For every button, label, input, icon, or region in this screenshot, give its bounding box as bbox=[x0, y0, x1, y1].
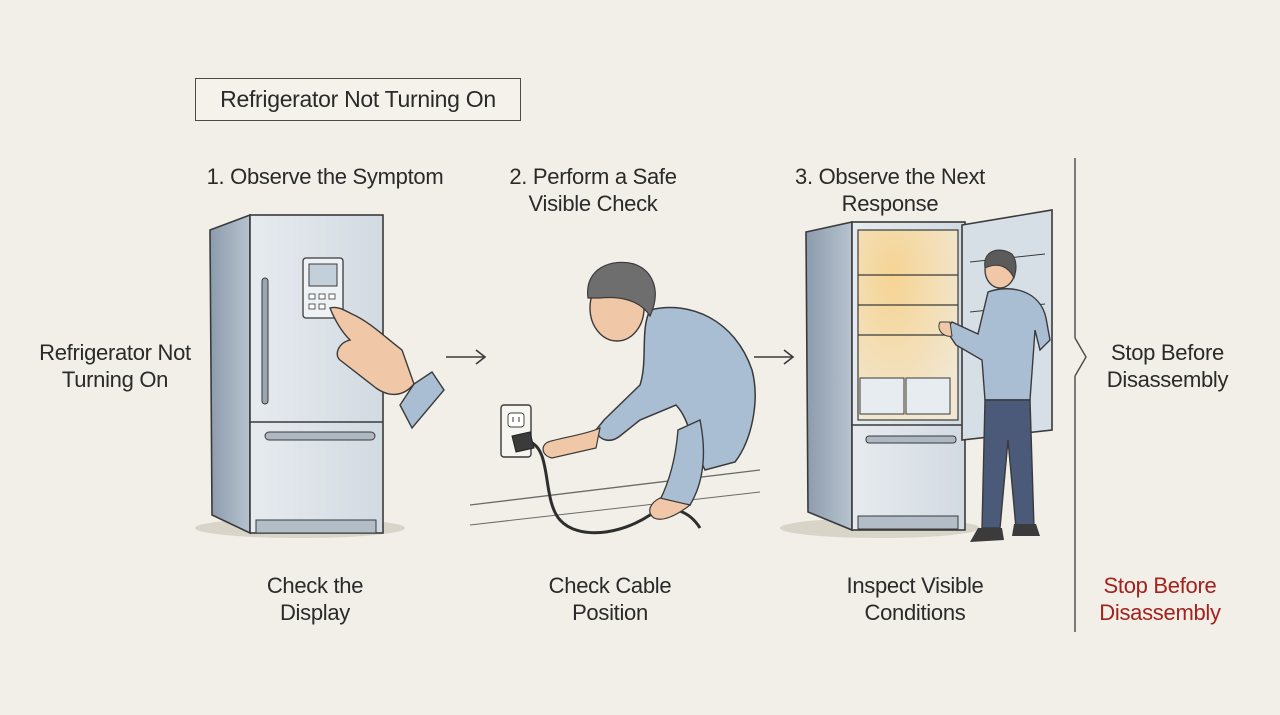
open-fridge-illustration bbox=[780, 209, 1053, 542]
step-2-caption: Check Cable Position bbox=[548, 573, 672, 625]
stop-caption: Stop Before Disassembly bbox=[1099, 573, 1221, 625]
stop-divider bbox=[1074, 158, 1087, 632]
start-label: Refrigerator Not Turning On bbox=[39, 340, 191, 392]
step-1-heading: 1. Observe the Symptom bbox=[206, 164, 444, 189]
step-3-heading: 3. Observe the Next Response bbox=[795, 164, 985, 216]
diagram-title: Refrigerator Not Turning On bbox=[195, 78, 521, 121]
arrow-1 bbox=[446, 349, 487, 365]
step-3-caption: Inspect Visible Conditions bbox=[846, 573, 984, 625]
fridge-1-illustration bbox=[195, 213, 445, 538]
end-label: Stop Before Disassembly bbox=[1106, 340, 1229, 392]
step-2-heading: 2. Perform a Safe Visible Check bbox=[509, 164, 677, 216]
outlet-person-illustration bbox=[469, 261, 761, 535]
step-1-caption: Check the Display bbox=[266, 573, 364, 625]
arrow-2 bbox=[754, 349, 795, 365]
